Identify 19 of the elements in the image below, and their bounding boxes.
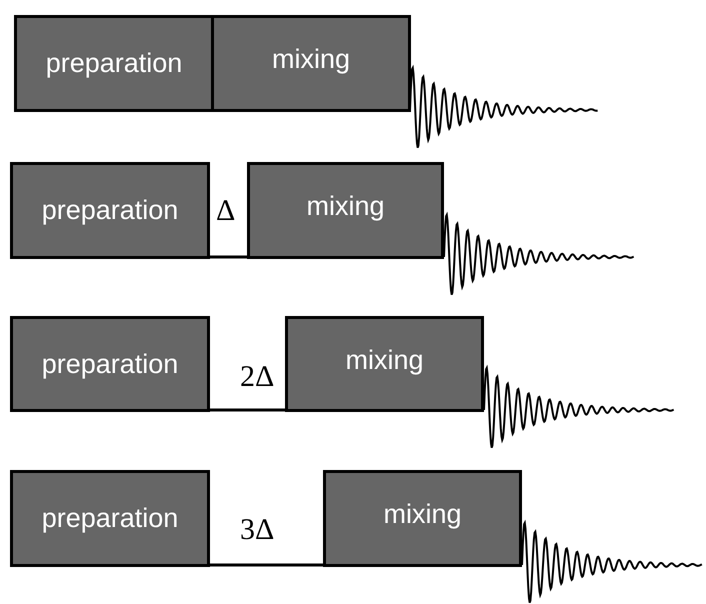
pulse-block: [323, 470, 522, 567]
delay-label: Δ: [216, 194, 236, 228]
block-label: preparation: [46, 48, 182, 79]
pulse-block: [10, 470, 210, 567]
block-label: mixing: [383, 499, 462, 530]
pulse-block: [211, 15, 411, 112]
delay-label: 2Δ: [240, 360, 274, 394]
block-label: preparation: [42, 348, 178, 380]
block-label: preparation: [42, 503, 178, 534]
pulse-block: [285, 316, 484, 412]
pulse-block: [10, 316, 210, 412]
block-label: mixing: [345, 345, 424, 376]
delay-label: 3Δ: [240, 513, 274, 547]
block-label: preparation: [42, 195, 178, 226]
pulse-block: [247, 162, 444, 259]
block-label: mixing: [306, 191, 385, 222]
block-label: mixing: [272, 44, 350, 75]
pulse-block: [14, 15, 214, 112]
pulse-block: [10, 162, 210, 259]
